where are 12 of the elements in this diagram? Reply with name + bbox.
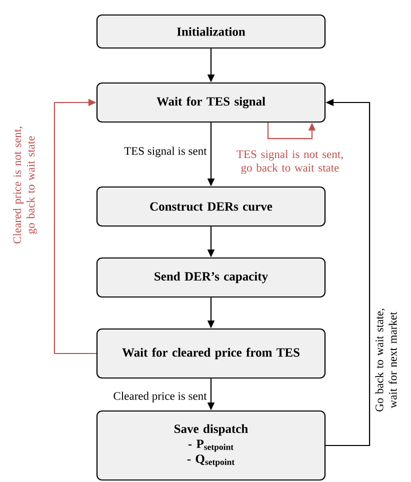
edge-label: TES signal is not sent, go back to wait state [236,150,343,174]
process-box: Initialization [96,14,326,49]
edge-label: Cleared price is not sent, go back to wait state [13,126,37,244]
arrow [54,98,96,354]
process-box: Send DER’s capacity [96,257,326,298]
process-box: Wait for TES signal [96,82,326,123]
edge-label: Go back to wait state, wait for next market [375,308,397,412]
process-box: Wait for cleared price from TES [96,328,326,379]
process-box: Construct DERs curve [96,186,326,227]
edge-label: Cleared price is sent [114,392,207,402]
edge-label: TES signal is sent [124,146,207,158]
process-box: Save dispatch - P$_{setpoint}$ - Q$_{setpoint}$ [96,410,326,481]
